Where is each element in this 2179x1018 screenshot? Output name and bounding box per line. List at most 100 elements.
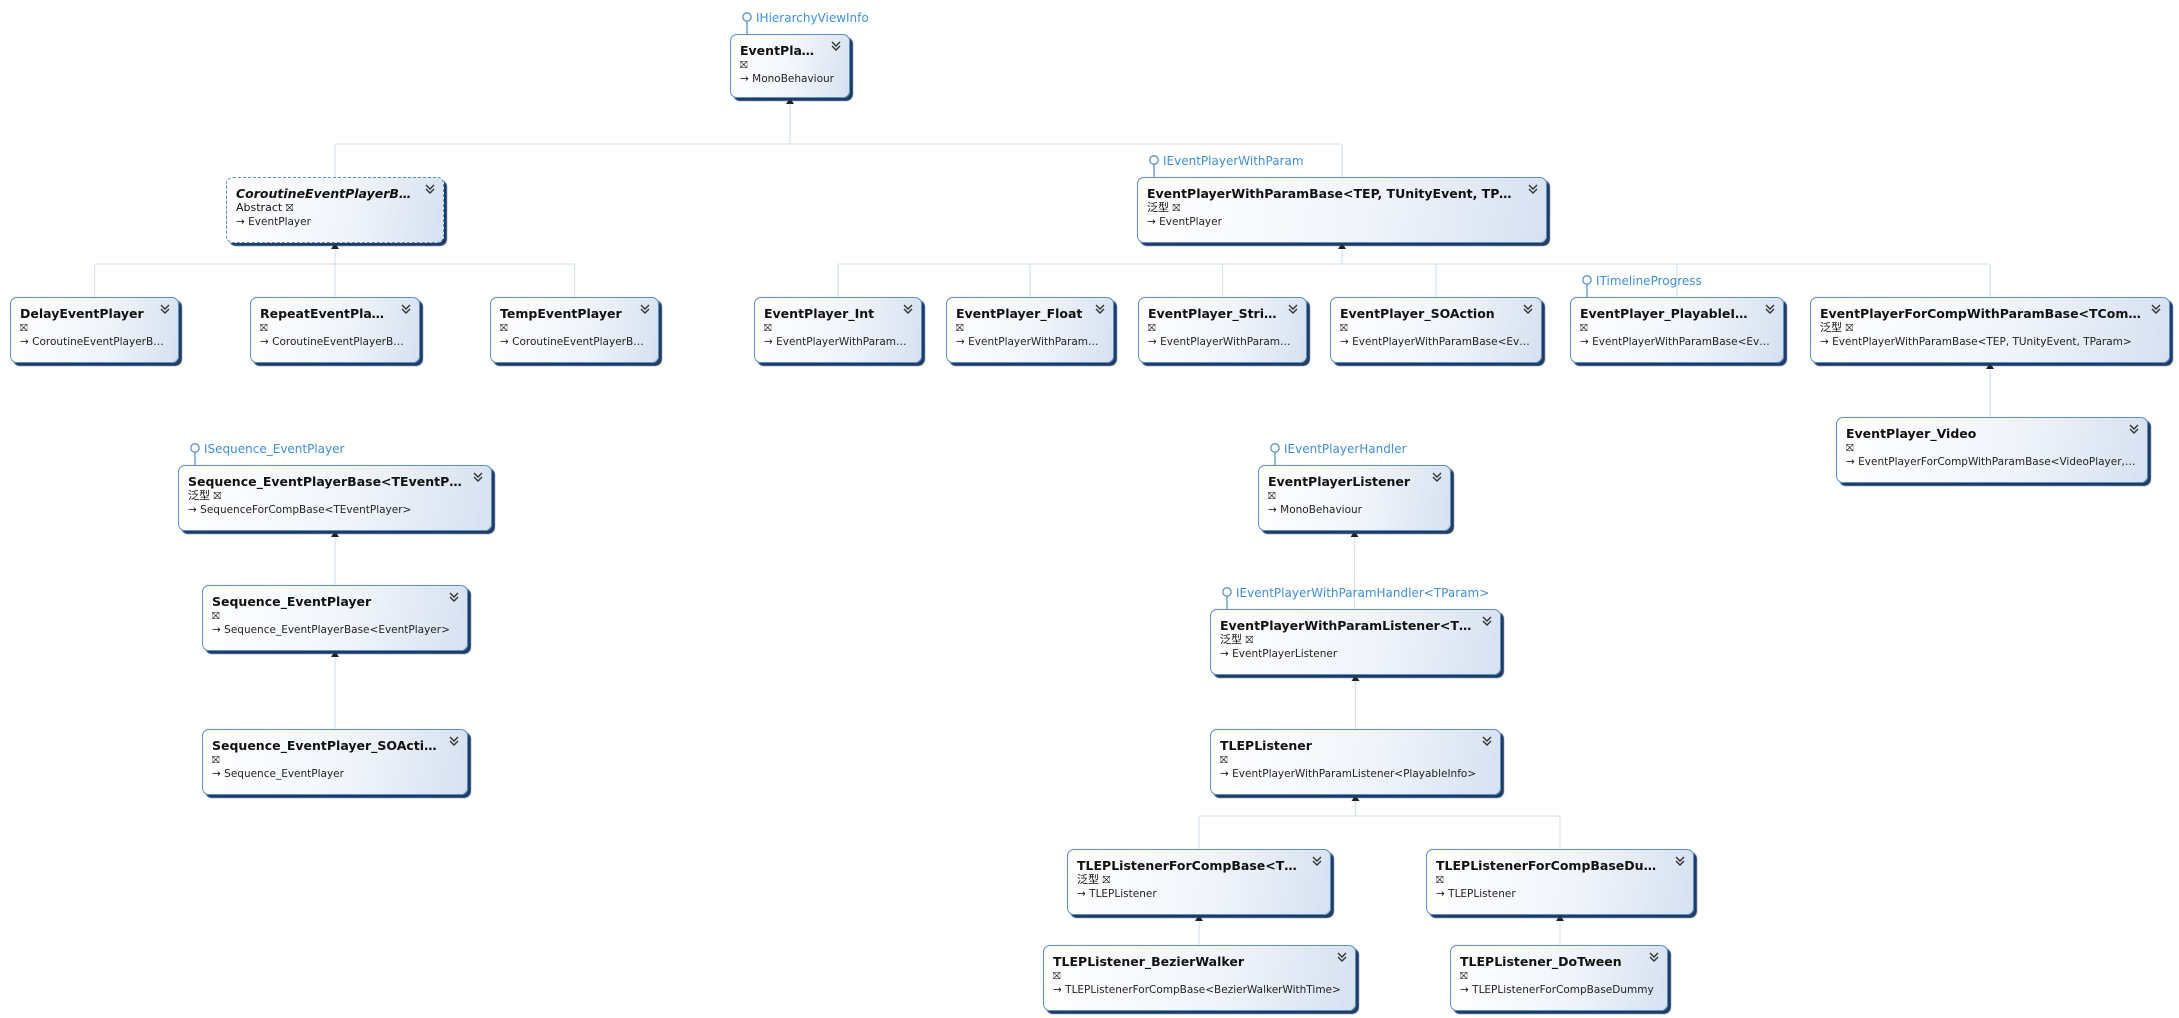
inheritance-arrowhead: [331, 531, 339, 537]
arrow-right-icon: →: [1077, 888, 1086, 900]
class-node-tleplistener-bezierwalker[interactable]: TLEPListener_BezierWalker⛝→ TLEPListener…: [1043, 945, 1356, 1011]
class-title: EventPlayerWithParamListener<TPara...: [1220, 618, 1490, 633]
chevron-double-down-icon[interactable]: [2150, 303, 2162, 318]
lollipop-interface-icon: [1149, 155, 1159, 177]
arrow-right-icon: →: [1436, 888, 1445, 900]
class-node-eventplayerlistener[interactable]: EventPlayerListener⛝→ MonoBehaviour: [1258, 465, 1451, 531]
chevron-double-down-icon[interactable]: [2128, 423, 2140, 438]
chevron-double-down-icon[interactable]: [1431, 471, 1443, 486]
chevron-double-down-icon[interactable]: [639, 303, 651, 318]
interface-label: IHierarchyViewInfo: [756, 11, 869, 25]
class-kind: 泛型 ⛝: [1820, 321, 2159, 335]
class-kind: ⛝: [260, 321, 409, 335]
class-node-eventplayer-soaction[interactable]: EventPlayer_SOAction⛝→ EventPlayerWithPa…: [1330, 297, 1542, 363]
class-node-delayeventplayer[interactable]: DelayEventPlayer⛝→ CoroutineEventPlayerB…: [10, 297, 179, 363]
class-title: TLEPListenerForCompBaseDummy: [1436, 858, 1678, 873]
class-kind: ⛝: [764, 321, 911, 335]
chevron-double-down-icon[interactable]: [424, 183, 436, 198]
class-node-eventplayer-playableinfo[interactable]: EventPlayer_PlayableInfo⛝→ EventPlayerWi…: [1570, 297, 1784, 363]
chevron-double-down-icon[interactable]: [1481, 615, 1493, 630]
class-base-type: → CoroutineEventPlayerBase: [260, 335, 409, 350]
class-type-icon: ⛝: [212, 755, 220, 766]
class-node-sequence-eventplayer-soaction[interactable]: Sequence_EventPlayer_SOAction⛝→ Sequence…: [202, 729, 468, 795]
class-type-icon: ⛝: [260, 323, 268, 334]
class-node-tleplistener-dotween[interactable]: TLEPListener_DoTween⛝→ TLEPListenerForCo…: [1450, 945, 1668, 1011]
class-base-type: → SequenceForCompBase<TEventPlayer>: [188, 503, 481, 518]
class-node-eventplayer[interactable]: EventPlayer⛝→ MonoBehaviour: [730, 34, 850, 98]
chevron-double-down-icon[interactable]: [1287, 303, 1299, 318]
class-kind: ⛝: [500, 321, 648, 335]
chevron-double-down-icon[interactable]: [830, 40, 842, 55]
chevron-double-down-icon[interactable]: [400, 303, 412, 318]
class-type-icon: ⛝: [764, 323, 772, 334]
class-title: TLEPListener_BezierWalker: [1053, 954, 1245, 969]
class-node-sequence-eventplayerbase[interactable]: Sequence_EventPlayerBase<TEventPlayer>泛型…: [178, 465, 492, 531]
class-kind: 泛型 ⛝: [188, 489, 481, 503]
chevron-double-down-icon[interactable]: [1336, 951, 1348, 966]
chevron-double-down-icon[interactable]: [1764, 303, 1776, 318]
class-kind: ⛝: [1148, 321, 1296, 335]
interface-label: IEventPlayerWithParam: [1163, 154, 1304, 168]
chevron-double-down-icon[interactable]: [1674, 855, 1686, 870]
class-node-tempeventplayer[interactable]: TempEventPlayer⛝→ CoroutineEventPlayerBa…: [490, 297, 659, 363]
class-node-eventplayerwithparamlistener[interactable]: EventPlayerWithParamListener<TPara...泛型 …: [1210, 609, 1501, 675]
chevron-double-down-icon[interactable]: [1481, 735, 1493, 750]
lollipop-interface-icon: [1582, 275, 1592, 297]
class-kind: ⛝: [1053, 969, 1345, 983]
arrow-right-icon: →: [1220, 768, 1229, 780]
class-title: Sequence_EventPlayer: [212, 594, 372, 609]
class-kind: 泛型 ⛝: [1220, 633, 1490, 647]
class-node-tleplistenerforcompbasedummy[interactable]: TLEPListenerForCompBaseDummy⛝→ TLEPListe…: [1426, 849, 1694, 915]
class-type-icon: ⛝: [1148, 323, 1156, 334]
chevron-double-down-icon[interactable]: [1522, 303, 1534, 318]
class-node-eventplayer-float[interactable]: EventPlayer_Float⛝→ EventPlayerWithParam…: [946, 297, 1114, 363]
class-node-repeateventplayer[interactable]: RepeatEventPlayer⛝→ CoroutineEventPlayer…: [250, 297, 420, 363]
class-kind-label: 泛型: [1147, 201, 1169, 214]
class-base-type: → EventPlayerWithParamListener<PlayableI…: [1220, 767, 1490, 782]
class-node-eventplayer-video[interactable]: EventPlayer_Video⛝→ EventPlayerForCompWi…: [1836, 417, 2148, 483]
chevron-double-down-icon[interactable]: [472, 471, 484, 486]
lollipop-interface-icon: [742, 12, 752, 34]
class-kind: ⛝: [1436, 873, 1683, 887]
class-base-label: EventPlayer: [1159, 216, 1222, 228]
class-title: Sequence_EventPlayer_SOAction: [212, 738, 442, 753]
class-title: TLEPListenerForCompBase<TCom...: [1077, 858, 1320, 873]
class-node-tleplistenerforcompbase[interactable]: TLEPListenerForCompBase<TCom...泛型 ⛝→ TLE…: [1067, 849, 1331, 915]
class-node-eventplayerwithparambase[interactable]: EventPlayerWithParamBase<TEP, TUnityEven…: [1137, 177, 1547, 243]
class-base-label: EventPlayerWithParamB...: [968, 336, 1103, 348]
class-base-label: EventPlayerWithParamB...: [776, 336, 911, 348]
class-node-eventplayer-int[interactable]: EventPlayer_Int⛝→ EventPlayerWithParamB.…: [754, 297, 922, 363]
class-base-type: → CoroutineEventPlayerBase: [20, 335, 168, 350]
chevron-double-down-icon[interactable]: [159, 303, 171, 318]
class-kind: ⛝: [20, 321, 168, 335]
inheritance-arrowhead: [1350, 531, 1359, 537]
class-node-eventplayerforcompwithparambase[interactable]: EventPlayerForCompWithParamBase<TComp, T…: [1810, 297, 2170, 363]
class-type-icon: ⛝: [500, 323, 508, 334]
arrow-right-icon: →: [1460, 984, 1469, 996]
arrow-right-icon: →: [764, 336, 773, 348]
chevron-double-down-icon[interactable]: [902, 303, 914, 318]
class-title: EventPlayer_Float: [956, 306, 1083, 321]
class-base-type: → EventPlayerWithParamB...: [764, 335, 911, 350]
chevron-double-down-icon[interactable]: [1648, 951, 1660, 966]
arrow-right-icon: →: [260, 336, 269, 348]
class-base-label: EventPlayerWithParamB...: [1160, 336, 1296, 348]
class-base-type: → TLEPListenerForCompBaseDummy: [1460, 983, 1657, 998]
class-title: TempEventPlayer: [500, 306, 622, 321]
chevron-double-down-icon[interactable]: [1311, 855, 1323, 870]
chevron-double-down-icon[interactable]: [448, 735, 460, 750]
class-node-sequence-eventplayer[interactable]: Sequence_EventPlayer⛝→ Sequence_EventPla…: [202, 585, 468, 651]
arrow-right-icon: →: [20, 336, 29, 348]
chevron-double-down-icon[interactable]: [1527, 183, 1539, 198]
class-node-tleplistener[interactable]: TLEPListener⛝→ EventPlayerWithParamListe…: [1210, 729, 1501, 795]
chevron-double-down-icon[interactable]: [1094, 303, 1106, 318]
class-base-label: EventPlayerWithParamBase<Even...: [1352, 336, 1531, 348]
class-type-icon: ⛝: [1846, 443, 1854, 454]
chevron-double-down-icon[interactable]: [448, 591, 460, 606]
class-base-type: → EventPlayer: [1147, 215, 1536, 230]
class-type-icon: ⛝: [1172, 203, 1181, 214]
class-type-icon: ⛝: [1436, 875, 1444, 886]
class-node-eventplayer-string[interactable]: EventPlayer_String⛝→ EventPlayerWithPara…: [1138, 297, 1307, 363]
arrow-right-icon: →: [212, 768, 221, 780]
